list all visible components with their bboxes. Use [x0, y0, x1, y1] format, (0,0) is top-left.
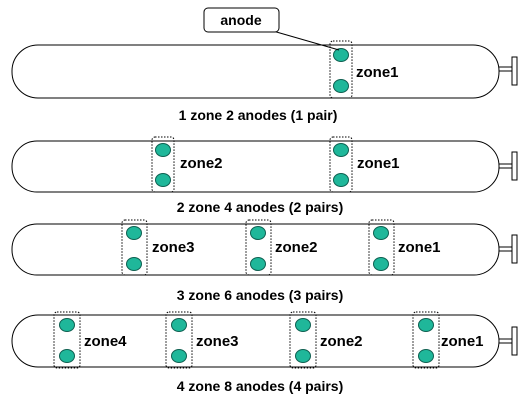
zone-group: zone1	[368, 219, 441, 276]
tank-2: zone2 zone1	[11, 136, 518, 193]
zone-group: zone2	[245, 219, 318, 276]
tank-body	[11, 140, 500, 193]
zone-group: zone3	[121, 219, 195, 276]
anode	[418, 318, 434, 332]
anode	[155, 143, 171, 157]
anode	[373, 226, 389, 240]
anode	[333, 48, 349, 62]
zone-box	[412, 311, 440, 369]
tank-4: zone4 zone3 zone2 zone1	[11, 311, 518, 369]
anode	[418, 349, 434, 363]
anode	[295, 349, 311, 363]
zone-group: zone3	[165, 311, 239, 369]
zone-group: zone1	[329, 136, 400, 193]
callout-pointer	[265, 28, 340, 51]
zone-box	[245, 219, 272, 276]
zone-group: zone1	[412, 311, 484, 369]
tank-connector	[499, 56, 518, 86]
zone-box	[53, 311, 81, 369]
callout-label: anode	[220, 12, 261, 28]
anode	[126, 257, 142, 271]
zone-group: zone4	[53, 311, 127, 369]
zone-box	[329, 136, 353, 193]
anode	[250, 257, 266, 271]
anode	[171, 349, 187, 363]
tank-connector	[499, 234, 518, 264]
tank-connector	[499, 326, 518, 356]
zone-label: zone1	[441, 333, 484, 350]
anode	[333, 143, 349, 157]
zone-box	[329, 40, 353, 99]
zone-label: zone3	[152, 239, 195, 256]
zone-box	[289, 311, 317, 369]
anode-callout: anode	[203, 7, 340, 51]
zone-box	[368, 219, 395, 276]
zone-label: zone3	[196, 333, 239, 350]
anode	[59, 349, 75, 363]
zone-label: zone2	[275, 239, 318, 256]
tank-caption: 4 zone 8 anodes (4 pairs)	[177, 378, 344, 394]
anode	[333, 79, 349, 93]
anode	[155, 173, 171, 187]
zone-group: zone1	[329, 40, 399, 99]
zone-group: zone2	[289, 311, 363, 369]
tank-caption: 3 zone 6 anodes (3 pairs)	[177, 287, 344, 303]
tank-body	[11, 44, 500, 99]
zone-box	[121, 219, 148, 276]
zone-label: zone1	[357, 155, 400, 172]
zone-box	[165, 311, 193, 369]
zone-label: zone1	[356, 64, 399, 81]
tank-1: zone1	[11, 40, 518, 99]
anode	[126, 226, 142, 240]
anode	[59, 318, 75, 332]
tank-caption: 2 zone 4 anodes (2 pairs)	[177, 199, 344, 215]
zone-label: zone1	[398, 239, 441, 256]
zone-label: zone4	[84, 333, 127, 350]
tank-3: zone3 zone2 zone1	[11, 219, 518, 276]
zone-group: zone2	[151, 136, 223, 193]
zone-label: zone2	[320, 333, 363, 350]
callout-box	[203, 7, 280, 33]
anode	[333, 173, 349, 187]
anode	[295, 318, 311, 332]
zone-label: zone2	[180, 155, 223, 172]
anode	[171, 318, 187, 332]
tank-connector	[499, 151, 518, 181]
tank-body	[11, 314, 500, 368]
anode	[373, 257, 389, 271]
zone-box	[151, 136, 175, 193]
anode	[250, 226, 266, 240]
tank-caption: 1 zone 2 anodes (1 pair)	[179, 107, 338, 123]
